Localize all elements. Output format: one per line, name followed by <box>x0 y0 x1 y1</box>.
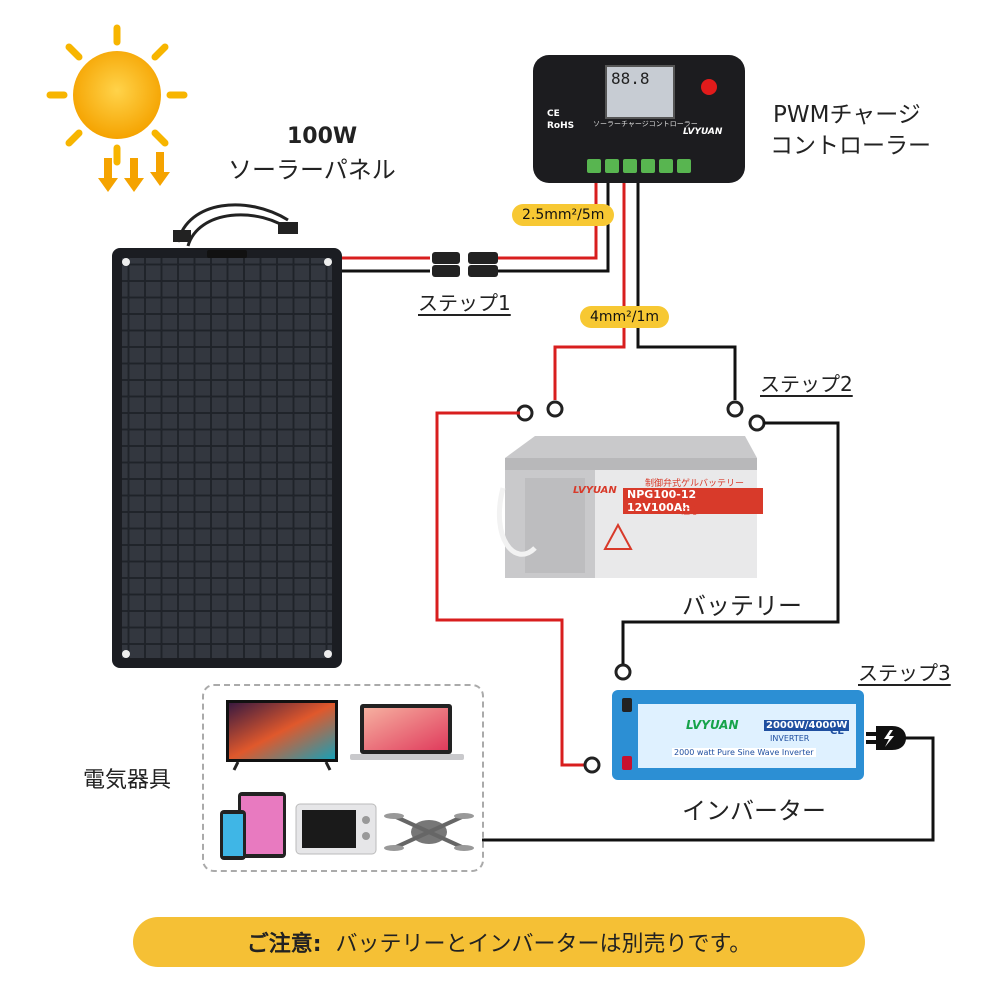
notice-prefix: ご注意: <box>246 932 322 957</box>
battery-positive-wire <box>553 180 626 400</box>
controller-terminals <box>587 159 691 173</box>
recycle-icon <box>603 523 633 550</box>
inverter-positive-wire <box>435 411 585 767</box>
appliance-group <box>202 684 484 872</box>
inverter-type: INVERTER <box>770 734 810 743</box>
step-2-label: ステップ2 <box>760 372 853 396</box>
battery-label: バッテリー <box>682 592 802 620</box>
panel-title: 100W <box>287 124 358 149</box>
controller-label-2: コントローラー <box>770 133 931 159</box>
step-3-label: ステップ3 <box>858 661 951 685</box>
panel-subtitle: ソーラーパネル <box>228 156 396 184</box>
solar-panel-graphic <box>112 248 342 668</box>
battery-warning: 注意 <box>681 507 700 517</box>
inverter: LVYUAN 2000W/4000W INVERTER CE 2000 watt… <box>612 690 864 780</box>
charge-controller: 88.8 CE RoHS ソーラーチャージコントローラー LVYUAN <box>533 55 745 183</box>
tv-icon <box>226 700 338 771</box>
inverter-rating: 2000W/4000W <box>764 720 850 731</box>
battery-wire-spec: 4mm²/1m <box>580 306 670 328</box>
ring-terminal-positive <box>546 400 564 418</box>
appliance-cable <box>482 736 935 842</box>
battery-brand: LVYUAN <box>573 485 617 496</box>
battery: LVYUAN 制御弁式ゲルバッテリー NPG100-12 12V100Ah 注意 <box>495 428 763 583</box>
notice-text: バッテリーとインバーターは別売りです。 <box>335 932 752 957</box>
mc4-connector-positive <box>432 252 498 264</box>
inverter-negative-wire <box>621 421 840 665</box>
inverter-label: インバーター <box>682 797 826 825</box>
laptop-icon <box>350 704 464 760</box>
drone-icon <box>384 813 474 851</box>
controller-rohs-mark: RoHS <box>547 121 575 131</box>
battery-body <box>496 436 757 578</box>
panel-wire-spec: 2.5mm²/5m <box>512 204 615 226</box>
lcd-readout: 88.8 <box>611 69 650 88</box>
panel-cable-icon <box>173 203 298 247</box>
controller-brand: LVYUAN <box>683 127 723 137</box>
notice-banner: ご注意: バッテリーとインバーターは別売りです。 <box>133 917 865 967</box>
ring-terminal-negative <box>726 400 744 418</box>
microwave-icon <box>295 803 377 855</box>
controller-button[interactable] <box>701 79 717 95</box>
controller-label-1: PWMチャージ <box>773 102 921 128</box>
step-1-label: ステップ1 <box>418 291 511 315</box>
inverter-footer: 2000 watt Pure Sine Wave Inverter <box>672 748 816 757</box>
tablet-phone-icon <box>220 792 286 860</box>
controller-ce-mark: CE <box>547 109 560 119</box>
inverter-ce-mark: CE <box>830 726 845 737</box>
mc4-connector-negative <box>432 265 498 277</box>
battery-model: NPG100-12 12V100Ah <box>623 488 763 514</box>
inverter-terminal-negative <box>622 698 632 712</box>
inverter-label-panel <box>638 704 856 768</box>
solar-panel <box>112 248 342 668</box>
controller-lcd: 88.8 <box>605 65 675 119</box>
inverter-terminal-positive <box>622 756 632 770</box>
inverter-brand: LVYUAN <box>686 718 739 732</box>
controller-caption: ソーラーチャージコントローラー <box>593 120 698 128</box>
plug-icon <box>866 726 906 750</box>
battery-negative-wire <box>636 180 737 400</box>
battery-title: 制御弁式ゲルバッテリー <box>645 479 745 489</box>
sun-icon <box>46 24 188 192</box>
appliances-label: 電気器具 <box>83 768 172 793</box>
